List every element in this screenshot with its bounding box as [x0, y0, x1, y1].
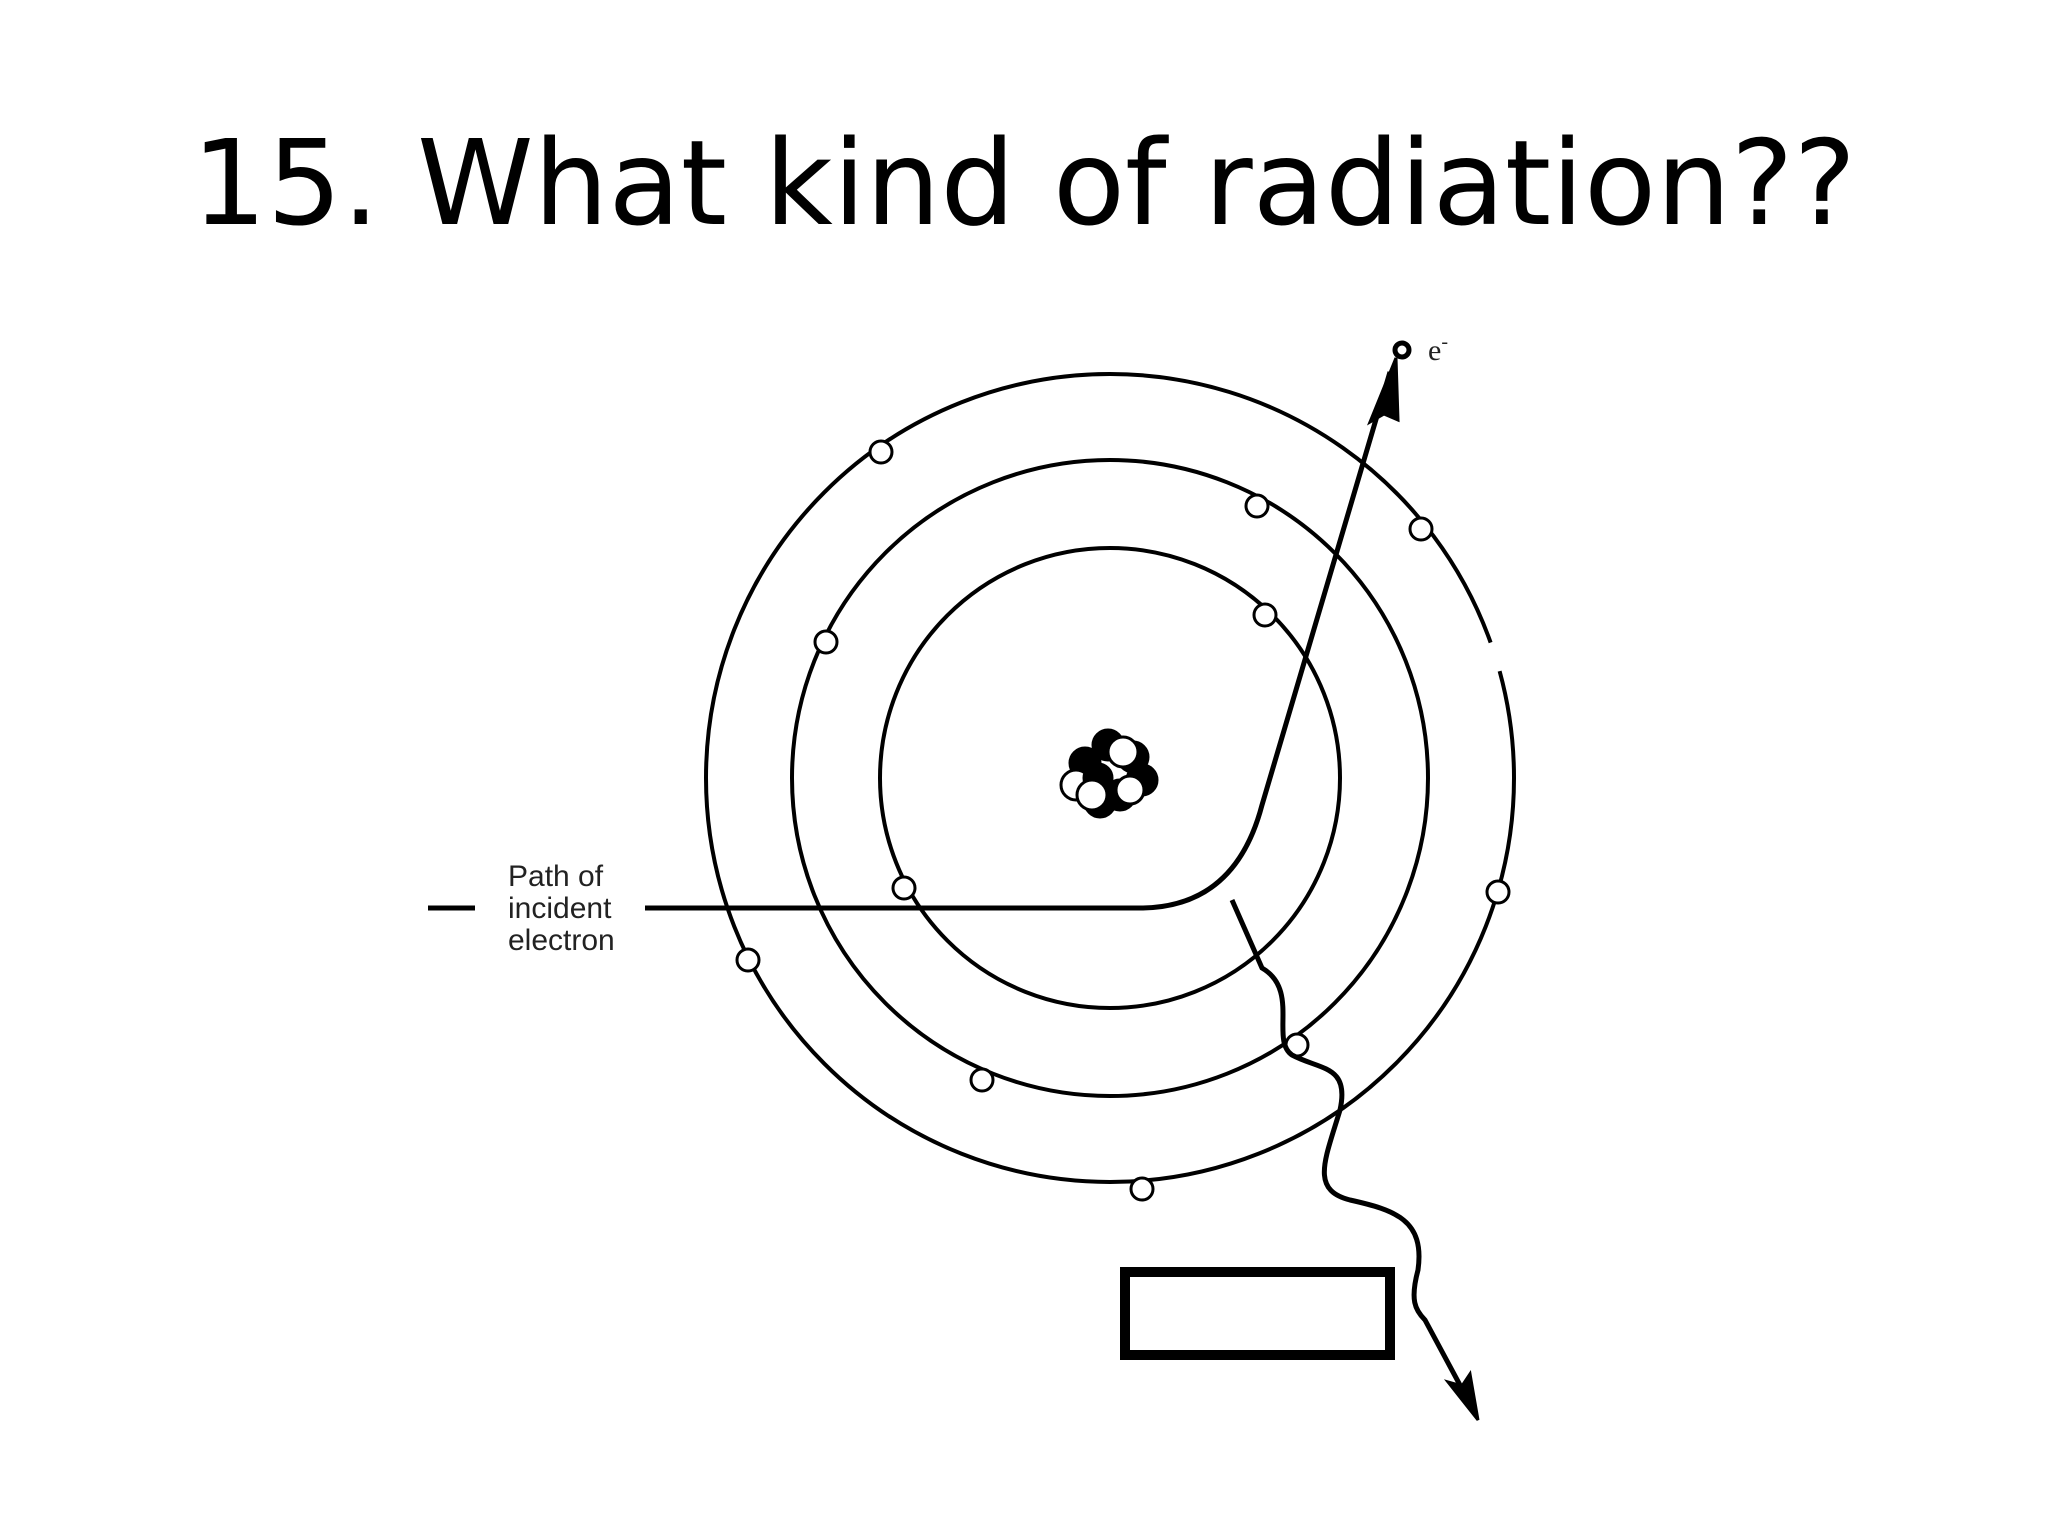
electron — [1485, 879, 1511, 905]
middle-orbit — [790, 458, 1430, 1098]
electron — [1129, 1176, 1155, 1202]
electron — [969, 1067, 995, 1093]
electron — [813, 629, 839, 655]
electron — [868, 439, 894, 465]
photon-path — [1229, 898, 1471, 1402]
electron — [1252, 602, 1278, 628]
incident-label-line-1: Path of — [508, 860, 604, 893]
ejected-electron-label: e- — [1428, 331, 1448, 367]
emitted-photon — [1229, 898, 1471, 1402]
orbital-electrons — [735, 439, 1511, 1202]
electron — [891, 875, 917, 901]
ejected-electron — [1392, 340, 1412, 360]
inner-orbit — [878, 546, 1342, 1010]
electron — [1408, 516, 1434, 542]
outer-orbit — [704, 372, 1516, 1184]
orbit-shells — [704, 372, 1516, 1184]
incident-path-line — [645, 371, 1393, 911]
electron — [1244, 493, 1270, 519]
incident-electron-path — [428, 371, 1393, 911]
incident-label-line-2: incident — [508, 892, 612, 925]
nucleus — [1059, 728, 1159, 819]
answer-box — [1120, 1267, 1395, 1360]
photon-arrowhead — [1443, 1370, 1480, 1421]
slide-title: 15. What kind of radiation?? — [191, 114, 1857, 252]
incident-electron-label: Path of incident electron — [508, 860, 615, 957]
ejected-arrowhead — [1366, 357, 1400, 426]
electron — [735, 947, 761, 973]
incident-label-line-3: electron — [508, 924, 615, 957]
